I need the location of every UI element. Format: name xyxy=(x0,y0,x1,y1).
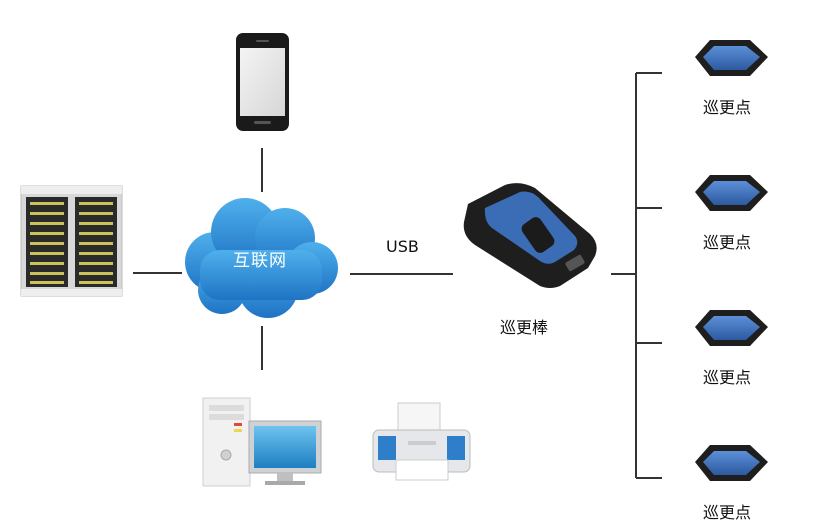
patrol-reader-icon xyxy=(463,183,597,288)
checkpoint-icon xyxy=(695,175,768,211)
checkpoint-label: 巡更点 xyxy=(703,233,752,252)
server-rack-icon xyxy=(20,185,123,297)
reader-label: 巡更棒 xyxy=(500,318,549,337)
desktop-computer-icon xyxy=(202,397,322,487)
cloud-label: 互联网 xyxy=(233,251,287,271)
checkpoint-icon xyxy=(695,310,768,346)
connector-lines xyxy=(133,72,662,479)
checkpoint-label: 巡更点 xyxy=(703,503,752,522)
checkpoint-icon xyxy=(695,40,768,76)
usb-label: USB xyxy=(386,237,419,256)
smartphone-icon xyxy=(236,33,289,131)
internet-cloud-icon xyxy=(185,198,338,318)
checkpoint-icon xyxy=(695,445,768,481)
checkpoint-label: 巡更点 xyxy=(703,98,752,117)
checkpoint-label: 巡更点 xyxy=(703,368,752,387)
printer-icon xyxy=(372,402,471,481)
